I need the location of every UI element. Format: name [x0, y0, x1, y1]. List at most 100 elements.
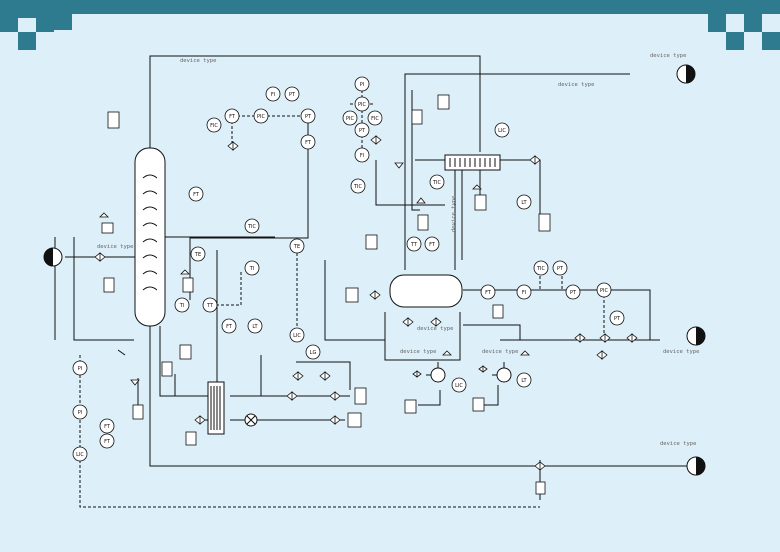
instrument-bubble: PI [72, 404, 88, 420]
instrument-tag: FT [226, 324, 233, 330]
instrument-bubble: TE [190, 246, 206, 262]
pumps [244, 362, 512, 427]
instrument-bubble: PT [565, 284, 581, 300]
device-type-label: device type [660, 441, 696, 447]
instrument-tag: PI [360, 82, 365, 88]
instrument-tag: LG [310, 350, 317, 356]
distillation-column [134, 147, 166, 327]
instrument-bubble: LIC [494, 122, 510, 138]
instrument-bubble: FT [221, 318, 237, 334]
corner-pattern-square [0, 14, 18, 32]
instrument-bubble: PI [72, 360, 88, 376]
instrument-bubble: FI [516, 284, 532, 300]
instrument-tag: PI [78, 410, 83, 416]
device-type-label: device type [451, 196, 457, 232]
instrument-bubble: LIC [451, 377, 467, 393]
corner-pattern-square [36, 14, 54, 32]
flow-terminators [43, 64, 706, 476]
instrument-bubble: PI [354, 76, 370, 92]
instrument-bubble: LIC [72, 446, 88, 462]
instrument-bubble: PT [609, 310, 625, 326]
device-type-label: device type [650, 53, 686, 59]
instrument-bubble: FT [300, 134, 316, 150]
instrument-tag: FT [429, 242, 436, 248]
header-band [0, 0, 780, 14]
corner-pattern-square [708, 14, 726, 32]
instrument-tag: FT [104, 424, 111, 430]
corner-pattern-square [744, 14, 762, 32]
instrument-tag: TE [293, 244, 300, 250]
instrument-bubble: TE [289, 238, 305, 254]
instrument-bubble: PT [284, 86, 300, 102]
instrument-tag: TI [179, 303, 185, 309]
control-boxes [101, 94, 551, 495]
instrument-bubble: PT [300, 108, 316, 124]
instrument-bubble: FI [265, 86, 281, 102]
process-lines [54, 55, 690, 500]
corner-pattern-square [54, 14, 72, 30]
instrument-tag: LIC [498, 128, 506, 134]
valves [94, 135, 638, 471]
instrument-bubble: FT [224, 108, 240, 124]
instrument-tag: PIC [600, 288, 608, 294]
instrument-bubble: LT [516, 194, 532, 210]
instrument-tag: TT [410, 242, 418, 248]
instrument-tag: LIC [455, 383, 463, 389]
instrument-tag: FT [104, 439, 111, 445]
device-type-labels: device type device type device type device … [97, 53, 699, 447]
instrument-bubble: FT [188, 186, 204, 202]
instrument-tag: PT [305, 114, 312, 120]
instrument-tag: PT [289, 92, 296, 98]
device-type-label: device type [558, 82, 594, 88]
reflux-drum [389, 274, 463, 308]
reboiler [207, 381, 225, 435]
instrument-bubble: LT [247, 318, 263, 334]
device-type-label: device type [97, 244, 133, 250]
instrument-tag: FT [193, 192, 200, 198]
instrument-tag: PT [557, 266, 564, 272]
instrument-tag: LT [252, 324, 258, 330]
instrument-bubble: FT [480, 284, 496, 300]
instrument-bubble: LT [516, 372, 532, 388]
instrument-bubble: PIC [596, 282, 612, 298]
device-type-label: device type [400, 349, 436, 355]
instrument-bubble: TIC [429, 174, 445, 190]
instrument-tag: TIC [353, 184, 363, 190]
instrument-tag: TIC [432, 180, 442, 186]
instrument-bubble: TIC [244, 218, 260, 234]
instrument-bubble: PT [354, 122, 370, 138]
instrument-bubble: LG [305, 344, 321, 360]
instrument-tag: LT [521, 378, 527, 384]
instrument-tag: TT [206, 303, 214, 309]
instrument-tag: FT [485, 290, 492, 296]
corner-pattern-square [18, 32, 36, 50]
instrument-tag: FI [522, 290, 526, 296]
instrument-bubble: FT [99, 418, 115, 434]
instrument-tag: TI [249, 266, 255, 272]
device-type-label: device type [663, 349, 699, 355]
instrument-bubble: TT [406, 236, 422, 252]
instrument-tag: FIC [210, 123, 218, 129]
corner-pattern-square [18, 0, 36, 18]
instrument-tag: TIC [536, 266, 546, 272]
instrument-bubble: PIC [253, 108, 269, 124]
instrument-tag: PI [78, 366, 83, 372]
instrument-tag: TIC [247, 224, 257, 230]
corner-pattern-square [726, 32, 744, 50]
instrument-bubble: TI [174, 297, 190, 313]
instrument-tag: PIC [346, 116, 354, 122]
instrument-bubble: PIC [342, 110, 358, 126]
instrument-tag: FT [305, 140, 312, 146]
instrument-bubble: FT [424, 236, 440, 252]
instrument-bubble: TIC [350, 178, 366, 194]
instrument-tag: PIC [358, 102, 366, 108]
instrument-tag: PIC [257, 114, 265, 120]
instrument-bubble: TT [202, 297, 218, 313]
instrument-bubble: PT [552, 260, 568, 276]
instrument-tag: PT [359, 128, 366, 134]
heat-exchanger-top [444, 154, 501, 171]
device-type-label: device type [180, 58, 216, 64]
